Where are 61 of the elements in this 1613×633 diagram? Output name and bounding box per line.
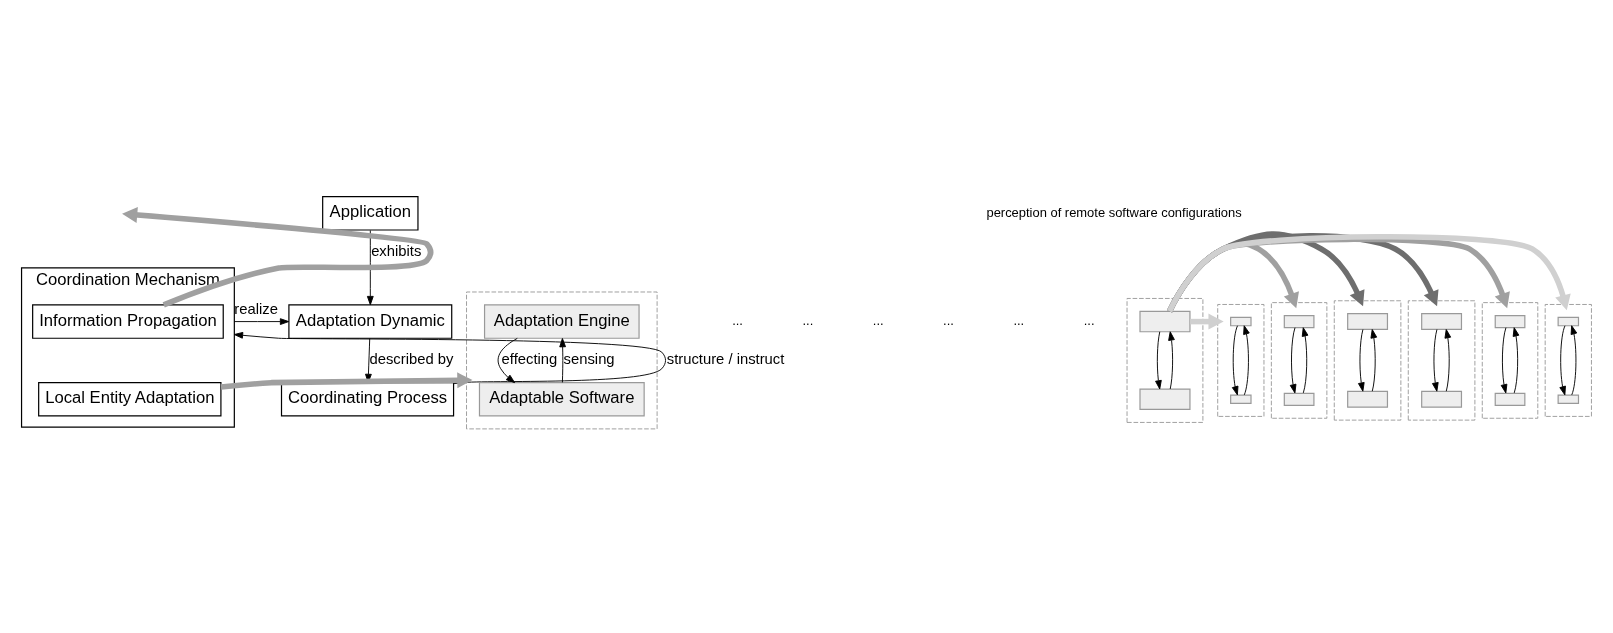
arrow — [1570, 325, 1578, 396]
node-box — [1347, 313, 1389, 331]
node-box — [1283, 314, 1315, 329]
node-box — [1494, 314, 1526, 329]
arrow — [1301, 327, 1309, 394]
label: perception of remote software configurations — [986, 204, 1242, 220]
arrow — [1444, 329, 1452, 392]
arrow — [1289, 327, 1297, 394]
arrow — [233, 318, 290, 325]
node-box: Local Entity Adaptation — [38, 382, 222, 417]
node-box — [1557, 316, 1580, 327]
node-box: Adaptation Dynamic — [288, 304, 453, 339]
edge-label: effecting — [501, 350, 558, 367]
edge-label: exhibits — [371, 242, 422, 259]
cluster — [1217, 304, 1265, 417]
edge-label: described by — [369, 350, 454, 367]
arrow — [1243, 325, 1250, 396]
cluster — [466, 291, 658, 430]
node-box — [1421, 390, 1463, 408]
node-box — [1139, 388, 1191, 411]
node-box — [1557, 394, 1580, 405]
node-box: Application — [322, 196, 419, 231]
arrow — [1168, 331, 1175, 390]
label: ... — [943, 313, 954, 329]
label: ... — [802, 313, 814, 329]
node-box — [1421, 313, 1463, 331]
edge-label: sensing — [563, 350, 615, 367]
edge-label: structure / instruct — [666, 350, 785, 367]
label: ... — [1083, 313, 1095, 329]
label: ... — [1013, 313, 1025, 329]
label: ... — [872, 313, 884, 329]
node-box: Adaptation Engine — [483, 304, 640, 339]
node-box — [1139, 310, 1191, 333]
arrow — [366, 229, 374, 306]
arrow — [1500, 327, 1508, 394]
arrow — [497, 337, 518, 384]
cluster — [1481, 302, 1539, 419]
cluster — [1544, 304, 1592, 417]
node-box: Coordinating Process — [280, 382, 455, 417]
cluster — [1407, 300, 1476, 421]
arrow — [1432, 329, 1439, 392]
arrow — [1155, 331, 1162, 390]
arrow — [1370, 329, 1378, 392]
node-box — [1230, 394, 1252, 405]
node-box — [1347, 390, 1389, 408]
arrow — [1358, 329, 1365, 392]
arrow — [1231, 325, 1239, 396]
node-box — [1230, 316, 1252, 327]
node-box: Information Propagation — [32, 304, 224, 339]
arrow — [559, 338, 566, 383]
node-box — [1283, 392, 1315, 406]
arrow — [1190, 313, 1224, 330]
edge-label: realize — [234, 301, 278, 317]
cluster — [1270, 302, 1328, 419]
arrow — [1512, 327, 1520, 394]
node-box: Adaptable Software — [478, 382, 645, 417]
arrow — [1559, 325, 1566, 396]
cluster — [1126, 298, 1204, 423]
node-box — [1494, 392, 1526, 406]
label: ... — [732, 313, 743, 329]
cluster — [1333, 300, 1402, 421]
